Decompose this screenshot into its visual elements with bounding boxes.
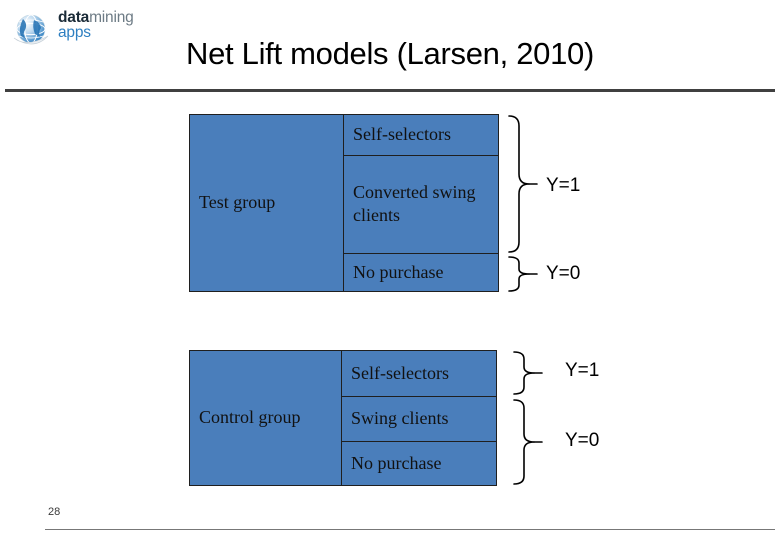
test-group-label-text: Test group — [199, 191, 276, 212]
test-group-outcome-y1: Y=1 — [546, 175, 581, 196]
test-group-brace-y1 — [507, 114, 538, 254]
globe-icon — [12, 8, 54, 50]
control-group-row-divider-2 — [341, 441, 496, 442]
test-group-table — [189, 114, 499, 292]
logo-wordmark: datamining apps — [58, 10, 134, 40]
footer-divider — [45, 529, 775, 530]
control-group-label: Control group — [190, 350, 341, 484]
logo-line-1: datamining — [58, 10, 134, 26]
control-group-row-divider-1 — [341, 396, 496, 397]
test-group-row-converted-swing-clients-text: Converted swing clients — [353, 182, 476, 225]
test-group-row-self-selectors-text: Self-selectors — [353, 124, 451, 144]
page-title: Net Lift models (Larsen, 2010) — [186, 36, 594, 71]
page-number: 28 — [48, 506, 61, 518]
test-group-row-no-purchase-text: No purchase — [353, 261, 444, 282]
test-group-outcome-y0: Y=0 — [546, 263, 581, 284]
test-group-label: Test group — [190, 114, 343, 290]
control-group-outcome-y1: Y=1 — [565, 360, 600, 381]
control-group-column-divider — [341, 351, 342, 485]
test-group-row-self-selectors: Self-selectors — [344, 115, 498, 154]
control-group-outcome-y0: Y=0 — [565, 430, 600, 451]
test-group-row-divider-1 — [343, 155, 498, 156]
test-group-row-converted-swing-clients: Converted swing clients — [344, 155, 498, 252]
logo-word-apps: apps — [58, 23, 91, 41]
test-group-brace-y0 — [507, 255, 538, 293]
brand-logo: datamining apps — [12, 8, 162, 52]
control-group-brace-y1 — [512, 350, 543, 396]
control-group-table — [189, 350, 497, 486]
control-group-row-self-selectors-text: Self-selectors — [351, 362, 449, 383]
control-group-row-swing-clients-text: Swing clients — [351, 407, 449, 428]
test-group-row-no-purchase: No purchase — [344, 253, 498, 291]
control-group-row-no-purchase-text: No purchase — [351, 452, 442, 473]
control-group-row-self-selectors: Self-selectors — [342, 351, 496, 395]
control-group-row-no-purchase: No purchase — [342, 441, 496, 485]
logo-word-mining: mining — [89, 9, 134, 26]
test-group-row-divider-2 — [343, 253, 498, 254]
control-group-label-text: Control group — [199, 406, 301, 427]
control-group-brace-y0 — [512, 398, 543, 486]
control-group-row-swing-clients: Swing clients — [342, 396, 496, 440]
title-divider — [5, 89, 775, 92]
test-group-column-divider — [343, 115, 344, 291]
logo-word-data: data — [58, 9, 90, 26]
